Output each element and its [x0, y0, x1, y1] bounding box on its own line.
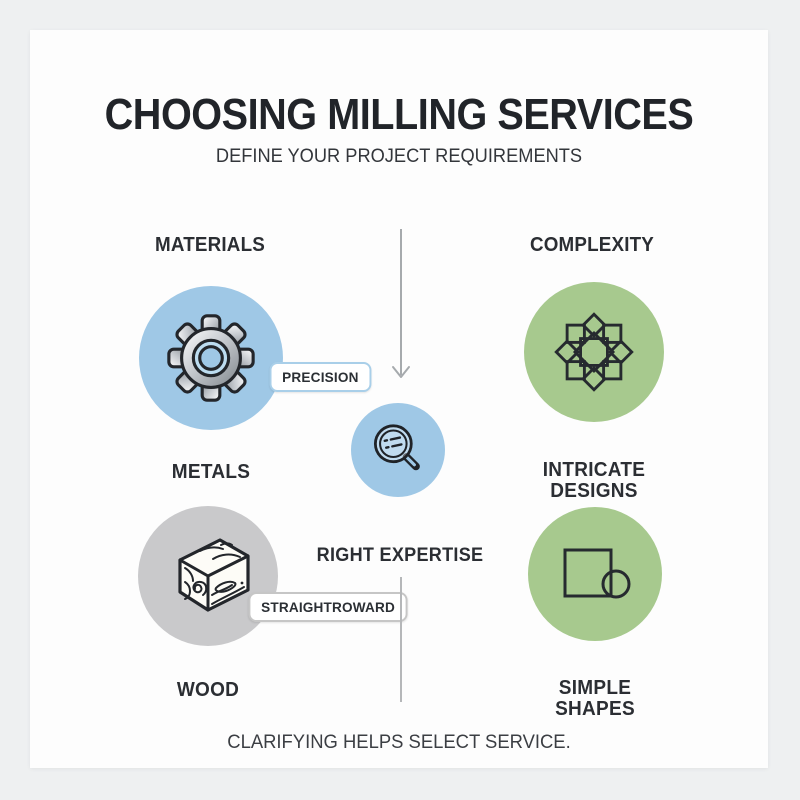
expertise-label: RIGHT EXPERTISE: [316, 545, 484, 566]
precision-badge: PRECISION: [269, 362, 372, 392]
straightforward-badge: STRAIGHTROWARD: [248, 592, 408, 622]
column-header-materials: MATERIALS: [155, 234, 265, 256]
intricate-designs-circle: [524, 282, 664, 422]
simple-shapes-label: SIMPLE SHAPES: [555, 677, 635, 720]
simple-shapes-circle: [528, 507, 662, 641]
footer-note: CLARIFYING HELPS SELECT SERVICE.: [227, 732, 571, 753]
magnifier-checklist-icon: [359, 411, 437, 489]
metals-circle: [139, 286, 283, 430]
gear-icon: [162, 309, 260, 407]
center-divider-line: [400, 577, 402, 702]
infographic-card: CHOOSING MILLING SERVICES DEFINE YOUR PR…: [30, 30, 768, 768]
square-circle-icon: [545, 524, 645, 624]
column-header-complexity: COMPLEXITY: [529, 234, 655, 256]
intricate-designs-label: INTRICATE DESIGNS: [542, 459, 646, 502]
wood-block-icon: [158, 526, 258, 626]
page-title: CHOOSING MILLING SERVICES: [104, 90, 694, 139]
down-arrow-icon: [391, 229, 411, 387]
geometric-pattern-icon: [546, 304, 642, 400]
wood-circle: [138, 506, 278, 646]
page-subtitle: DEFINE YOUR PROJECT REQUIREMENTS: [215, 146, 583, 167]
metals-label: METALS: [171, 461, 251, 483]
wood-label: WOOD: [176, 679, 240, 701]
expertise-circle: [351, 403, 445, 497]
